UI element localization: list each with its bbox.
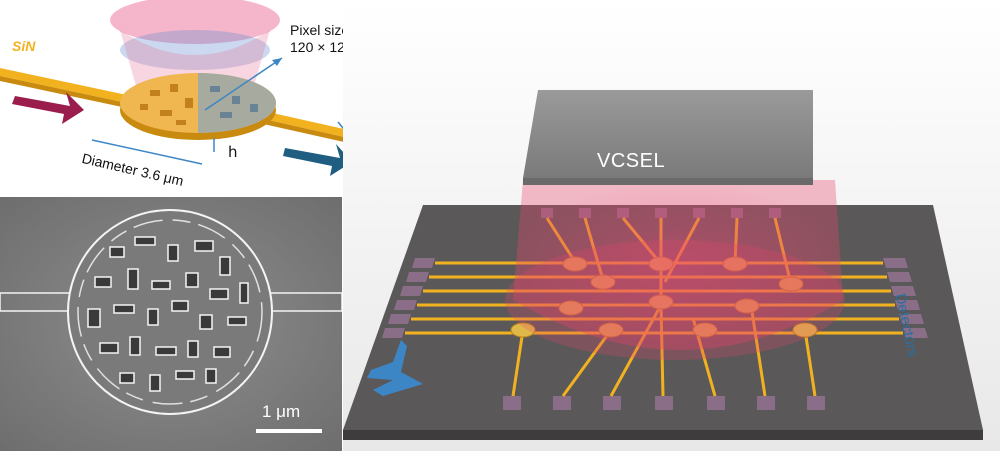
- laser-beam: [513, 180, 843, 350]
- left-pads: [382, 258, 435, 338]
- chip-illustration-panel: [343, 0, 1000, 451]
- pixel-pointer-arrowhead: [272, 58, 282, 66]
- beam-lobe-blue: [120, 30, 270, 70]
- waveguide-left-side: [0, 76, 150, 113]
- laser-spot: [505, 240, 845, 360]
- diameter-marker: [91, 139, 203, 165]
- scale-bar: [256, 429, 322, 433]
- scale-bar-label: 1 μm: [262, 402, 301, 421]
- bottom-pads: [503, 396, 825, 410]
- sem-image-panel: 1 μm: [0, 197, 342, 451]
- device-pixel-pattern-blue: [210, 86, 258, 118]
- output-arrow: [283, 144, 352, 176]
- vcsel-block-edge: [523, 178, 813, 185]
- pixel-pointer-arrow: [204, 57, 283, 111]
- sem-micrograph: [0, 197, 342, 451]
- height-label: h: [228, 143, 238, 161]
- device-pixel-pattern: [140, 84, 193, 125]
- vcsel-label: VCSEL: [597, 150, 666, 172]
- waveguide-left: [0, 68, 150, 108]
- sem-device-ring: [77, 219, 263, 405]
- vcsel-block: [523, 90, 813, 178]
- waveguide-label: SiN: [12, 38, 36, 54]
- right-pads: [883, 258, 928, 338]
- device-schematic-drawing: [0, 0, 420, 176]
- input-arrow: [12, 92, 84, 124]
- chip-edge: [343, 430, 983, 440]
- chip-illustration: [343, 0, 1000, 451]
- detector-arrow-icon: [367, 340, 423, 396]
- sem-hole-pattern: [87, 236, 249, 392]
- beam-lobe-top: [110, 0, 280, 44]
